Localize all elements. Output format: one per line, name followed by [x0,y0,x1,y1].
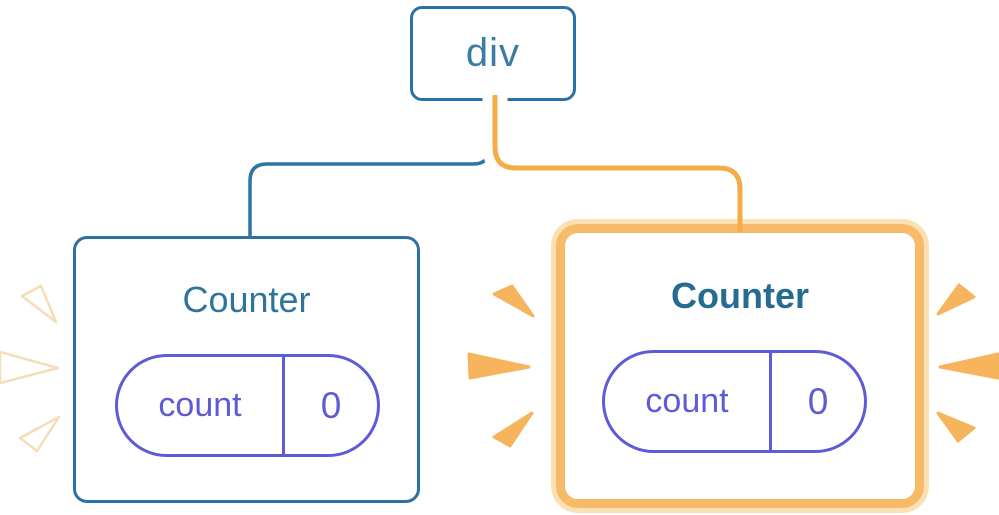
connector-right-edge [492,95,743,232]
spark-icon [492,284,535,318]
connector-left-edge [248,99,492,239]
connector-right-casing [482,93,753,219]
component-card-counter-left: Counter count 0 [73,236,420,503]
state-pill: count 0 [602,350,867,453]
spark-icon [18,415,61,453]
sparks-orange-right-icon [936,283,999,443]
spark-icon [936,283,976,316]
state-key: count [605,353,772,450]
component-card-counter-right-highlighted: Counter count 0 [556,224,924,508]
state-value: 0 [320,384,342,426]
component-title: Counter [671,275,809,316]
state-value: 0 [807,380,829,422]
spark-icon [492,411,534,448]
state-key: count [118,357,285,454]
state-pill: count 0 [115,354,380,457]
tree-node-label: div [465,31,521,75]
spark-icon [938,352,999,380]
sparks-orange-left-icon [467,284,535,448]
spark-icon [20,284,58,324]
spark-icon [936,411,976,443]
spark-icon [0,350,60,385]
tree-node-div: div [410,6,576,101]
component-title: Counter [182,279,311,320]
spark-icon [467,352,531,380]
sparks-white-left-icon [0,284,61,453]
